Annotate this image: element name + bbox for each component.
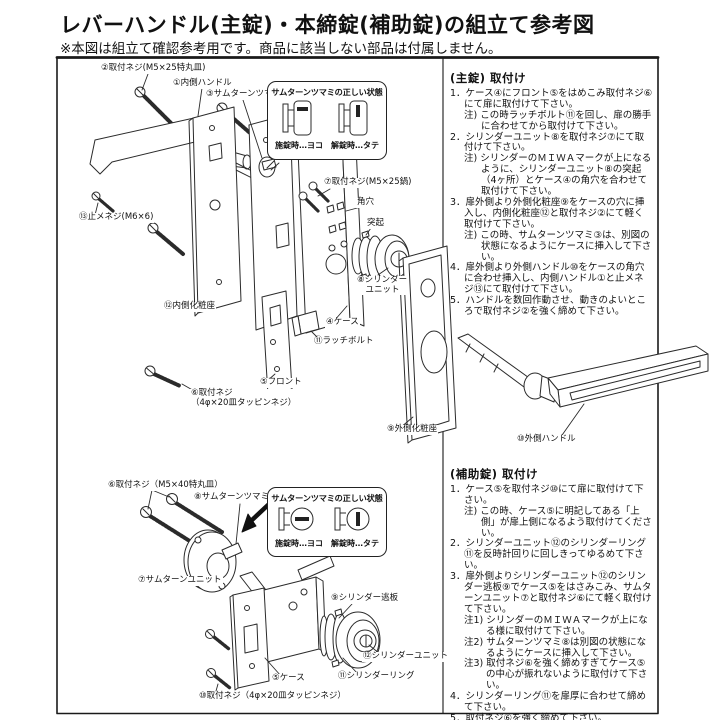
outer-rose-plate-art: [398, 245, 457, 444]
unlocked-state-caption: 解錠時…タテ: [331, 141, 379, 150]
label-cylinder-plate: ⑨シリンダー逃板: [330, 593, 400, 604]
label-outer-handle: ⑩外側ハンドル: [516, 434, 577, 445]
callout-title: サムターンツマミの正しい状態: [271, 493, 383, 503]
instruction-step: 2．シリンダーユニット⑫のシリンダーリング⑪を反時計回りに回しきってゆるめて下さ…: [450, 538, 647, 572]
front-plate-art: [144, 290, 293, 396]
instruction-step: 2．シリンダーユニット⑧を取付ネジ⑦にて取付けて下さい。: [450, 131, 645, 154]
callout-arrow-icon: [241, 502, 271, 533]
aux-case-art: [205, 555, 335, 691]
label-inner-handle: ①内側ハンドル: [172, 78, 233, 89]
label-aux-cylinder-unit: ⑫シリンダーユニット: [362, 651, 450, 662]
label-latch-bolt: ⑪ラッチボルト: [313, 336, 375, 347]
main-lock-instructions: (主錠) 取付け 1．ケース④にフロント⑤をはめこみ取付ネジ⑥にて扉に取付けて下…: [450, 71, 653, 318]
instruction-step: 1．ケース⑤を取付ネジ⑩にて扉に取付けて下さい。: [450, 483, 644, 506]
screw-icon: [91, 86, 252, 256]
label-tapping-screw: ⑥取付ネジ （4φ×20皿タッピンネジ）: [190, 388, 298, 409]
thumbturn-state-figure: [282, 100, 368, 136]
instruction-note: 注) この時ラッチボルト⑪を回し、扉の勝手に合わせてから取付けて下さい。: [464, 109, 652, 132]
label-case: ④ケース: [325, 317, 360, 328]
inner-rose-plate-art: [188, 106, 242, 317]
label-cylinder-ring: ⑪シリンダーリング: [337, 671, 416, 682]
instruction-step: 4．扉外側より外側ハンドル⑩をケースの角穴に合わせ挿入し、内側ハンドル①と止メネ…: [450, 262, 645, 296]
aux-screws-icon: [140, 493, 224, 547]
aux-cylinder-art: [319, 608, 381, 669]
thumbturn-state-callout-main: サムターンツマミの正しい状態 施錠時…ヨコ 解錠時…タテ: [267, 81, 387, 160]
instruction-step: 3．扉外側より外側化粧座⑨をケースの穴に挿入し、内側化粧座⑫と取付ネジ②にて軽く…: [450, 196, 645, 230]
outer-handle-art: [457, 333, 709, 408]
callout-title: サムターンツマミの正しい状態: [271, 87, 383, 97]
label-aux-mount-screw: ⑥取付ネジ（M5×40特丸皿）: [107, 480, 224, 491]
thumbturn-state-callout-aux: サムターンツマミの正しい状態 施錠時…ヨコ 解錠時…タテ: [267, 487, 387, 557]
aux-lock-instructions: (補助錠) 取付け 1．ケース⑤を取付ネジ⑩にて扉に取付けて下さい。 注) この…: [450, 467, 653, 720]
label-thumbturn-knob: ③サムターンツマミ: [205, 89, 283, 100]
aux-lock-heading: (補助錠) 取付け: [450, 467, 539, 481]
instruction-step: 5．取付ネジ⑥を強く締めて下さい。: [450, 712, 608, 720]
instruction-step: 3．扉外側よりシリンダーユニット⑫のシリンダー逃板⑨でケース⑤をはさみこみ、サム…: [450, 571, 652, 615]
label-aux-thumbturn-knob: ⑧サムターンツマミ: [193, 492, 271, 503]
locked-state-caption: 施錠時…ヨコ: [275, 539, 323, 548]
page-title: レバーハンドル(主錠)・本締錠(補助錠)の組立て参考図: [60, 13, 595, 37]
instruction-step: 4．シリンダーリング⑪を扉厚に合わせて締めて下さい。: [450, 691, 647, 714]
instruction-note: 注3) 取付ネジ⑥を強く締めすぎてケース⑤の中心が振れないように取付けて下さい。: [464, 658, 648, 692]
instruction-note: 注) この時、ケース⑤に明記してある「上側」が扉上側になるよう取付けてください。: [464, 505, 652, 539]
label-outer-rose: ⑨外側化粧座: [386, 424, 439, 435]
label-aux-thumbturn-unit: ⑦サムターンユニット: [137, 575, 223, 586]
unlocked-state-caption: 解錠時…タテ: [331, 539, 379, 548]
label-cylinder-screw: ⑦取付ネジ(M5×25鍋): [323, 177, 413, 188]
label-square-hole: 角穴: [356, 197, 376, 208]
label-protrusion: 突起: [366, 218, 386, 229]
mount-plate-art: [248, 113, 298, 331]
lock-case-art: [291, 137, 365, 337]
instruction-note: 注2) サムターンツマミ⑧は別図の状態になるようにケースに挿入して下さい。: [464, 636, 647, 659]
disclaimer-note: ※本図は組立て確認参考用です。商品に該当しない部品は付属しません。: [60, 41, 502, 57]
thumbturn-state-figure: [278, 507, 370, 531]
label-set-screw: ⑬止メネジ(M6×6): [78, 212, 155, 223]
label-mount-screw-inner: ②取付ネジ(M5×25特丸皿): [100, 63, 207, 74]
label-aux-case: ⑤ケース: [271, 673, 306, 684]
instruction-step: 1．ケース④にフロント⑤をはめこみ取付ネジ⑥にて扉に取付けて下さい。: [450, 87, 653, 110]
label-front-plate: ⑤フロント: [259, 377, 303, 388]
instruction-note: 注1) シリンダーのＭＩＷＡマークが上になる様に取付けて下さい。: [464, 614, 648, 637]
label-aux-tapping-screw: ⑩取付ネジ（4φ×20皿タッピンネジ）: [198, 691, 347, 702]
label-cylinder-unit: ⑧シリンダー ユニット: [356, 275, 409, 296]
locked-state-caption: 施錠時…ヨコ: [275, 141, 323, 150]
instruction-note: 注) この時、サムターンツマミ③は、別図の状態になるようにケースに挿入して下さい…: [464, 229, 652, 263]
instruction-note: 注) シリンダーのＭＩＷＡマークが上になるように、シリンダーユニット⑧の突起（4…: [464, 153, 652, 198]
label-inner-rose: ⑫内側化粧座: [163, 301, 217, 312]
instruction-step: 5．ハンドルを数回作動させ、動きのよいところで取付ネジ②を強く締めて下さい。: [450, 295, 647, 318]
main-lock-heading: (主錠) 取付け: [450, 71, 527, 85]
